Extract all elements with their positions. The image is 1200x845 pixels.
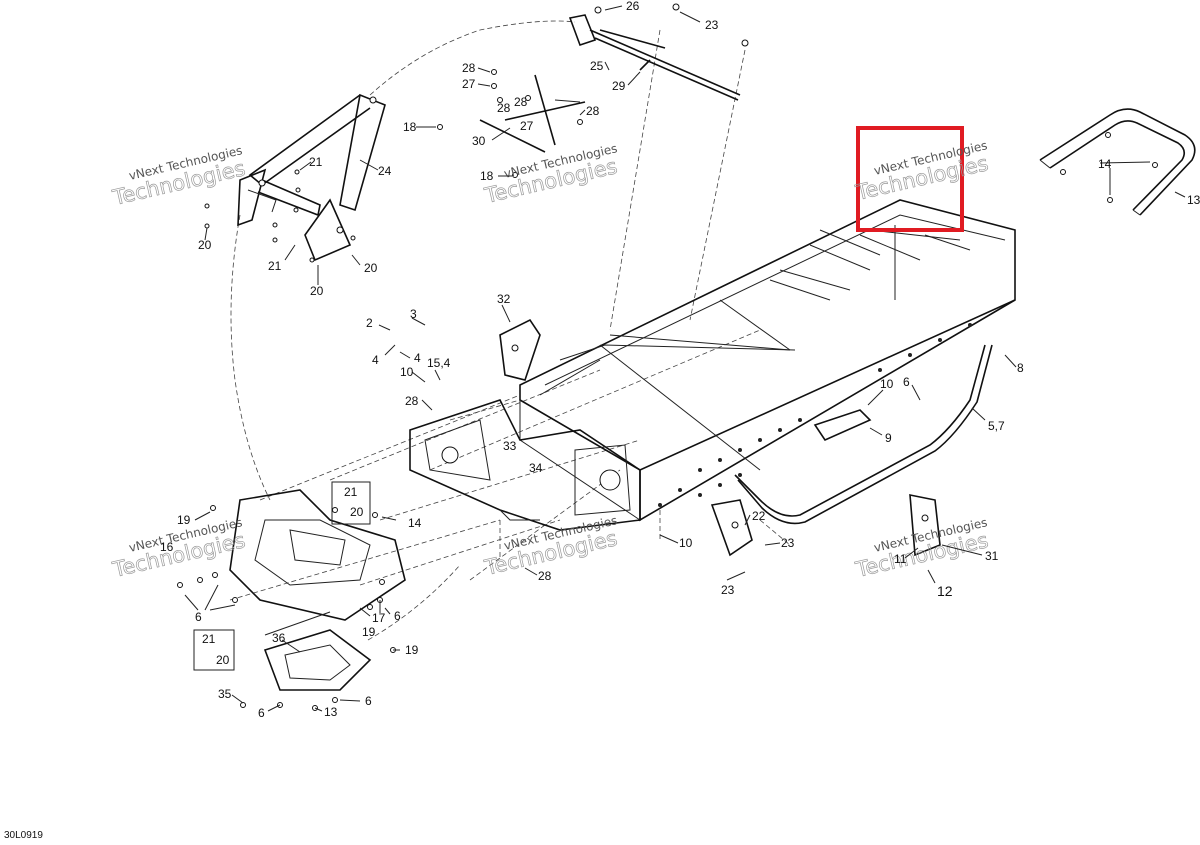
callout-label: 6 bbox=[365, 694, 372, 708]
callout-label: 28 bbox=[538, 569, 552, 583]
callout-label: 28 bbox=[497, 101, 511, 115]
callout-label: 25 bbox=[590, 59, 604, 73]
callout-label: 6 bbox=[195, 610, 202, 624]
callout-label: 19 bbox=[405, 643, 419, 657]
callout-label: 20 bbox=[310, 284, 324, 298]
callout-label: 19 bbox=[177, 513, 191, 527]
callout-label: 21 bbox=[309, 155, 323, 169]
callout-label: 5,7 bbox=[988, 419, 1005, 433]
callout-label: 10 bbox=[679, 536, 693, 550]
callout-label: 18 bbox=[403, 120, 417, 134]
callout-label: 9 bbox=[885, 431, 892, 445]
callout-label: 32 bbox=[497, 292, 511, 306]
callout-label: 34 bbox=[529, 461, 543, 475]
callout-label: 28 bbox=[586, 104, 600, 118]
callout-label: 36 bbox=[272, 631, 286, 645]
figure-id: 30L0919 bbox=[4, 830, 43, 841]
callout-label: 6 bbox=[258, 706, 265, 720]
rear-bumper bbox=[1039, 108, 1196, 216]
callout-label: 24 bbox=[378, 164, 392, 178]
callout-label: 4 bbox=[372, 353, 379, 367]
callout-label: 27 bbox=[520, 119, 534, 133]
callout-label: 21 bbox=[268, 259, 282, 273]
callout-label: 18 bbox=[480, 169, 494, 183]
callout-label: 10 bbox=[400, 365, 414, 379]
callout-label: 6 bbox=[394, 609, 401, 623]
callout-label: 27 bbox=[462, 77, 476, 91]
callout-label: 3 bbox=[410, 307, 417, 321]
callout-label: 28 bbox=[462, 61, 476, 75]
callout-label: 28 bbox=[514, 95, 528, 109]
callout-label: 13 bbox=[324, 705, 338, 719]
callout-label: 21 bbox=[344, 485, 358, 499]
tunnel-chassis bbox=[409, 199, 1016, 531]
callout-label: 19 bbox=[362, 625, 376, 639]
callout-label: 12 bbox=[937, 583, 953, 599]
callout-label: 11 bbox=[894, 552, 907, 566]
callout-label: 20 bbox=[364, 261, 378, 275]
side-brackets bbox=[710, 494, 941, 557]
callout-label: 4 bbox=[414, 351, 421, 365]
running-board-rail bbox=[734, 344, 993, 525]
callout-label: 23 bbox=[721, 583, 735, 597]
callout-label: 20 bbox=[216, 653, 230, 667]
callout-label: 28 bbox=[405, 394, 419, 408]
highlight-box bbox=[856, 126, 964, 232]
callout-label: 15,4 bbox=[427, 356, 451, 370]
callout-label: 30 bbox=[472, 134, 486, 148]
callout-label: 14 bbox=[1098, 157, 1112, 171]
callout-label: 31 bbox=[985, 549, 999, 563]
callout-labels: 26 23 28 27 28 28 25 29 18 27 28 30 18 2… bbox=[160, 0, 1200, 720]
callout-label: 20 bbox=[198, 238, 212, 252]
callout-label: 2 bbox=[366, 316, 373, 330]
callout-label: 10 bbox=[880, 377, 894, 391]
callout-label: 13 bbox=[1187, 193, 1200, 207]
callout-label: 16 bbox=[160, 540, 174, 554]
callout-label: 35 bbox=[218, 687, 232, 701]
callout-label: 17 bbox=[372, 611, 386, 625]
steering-support-assembly bbox=[204, 93, 386, 263]
leader-lines bbox=[184, 5, 1186, 712]
callout-label: 22 bbox=[752, 509, 766, 523]
watermarks: vNext Technologies Technologies vNext Te… bbox=[109, 138, 991, 582]
callout-label: 14 bbox=[408, 516, 422, 530]
callout-label: 6 bbox=[903, 375, 910, 389]
callout-label: 8 bbox=[1017, 361, 1024, 375]
callout-label: 21 bbox=[202, 632, 216, 646]
callout-label: 26 bbox=[626, 0, 640, 13]
callout-label: 20 bbox=[350, 505, 364, 519]
callout-label: 23 bbox=[705, 18, 719, 32]
inset-boxes bbox=[193, 481, 371, 671]
assembly-guide-lines bbox=[229, 20, 791, 641]
callout-label: 29 bbox=[612, 79, 626, 93]
callout-label: 23 bbox=[781, 536, 795, 550]
front-bulkhead bbox=[177, 489, 406, 711]
callout-label: 33 bbox=[503, 439, 517, 453]
steering-column-parts bbox=[437, 3, 749, 178]
